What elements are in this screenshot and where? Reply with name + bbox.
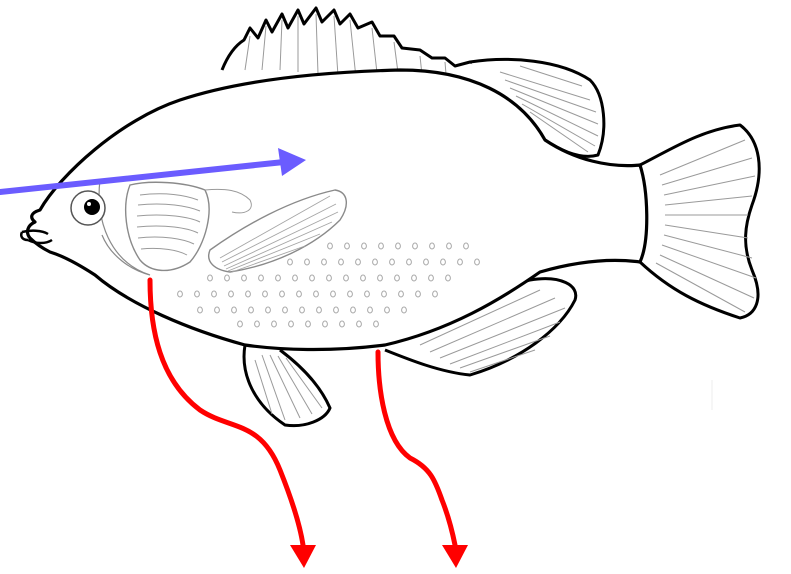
eye (71, 191, 105, 225)
tail-fin (640, 125, 759, 318)
red-arrowhead-gill (290, 545, 316, 568)
red-arrowhead-anal (442, 545, 468, 568)
red-arrow-anal (378, 352, 468, 568)
pelvic-fin (244, 345, 330, 426)
